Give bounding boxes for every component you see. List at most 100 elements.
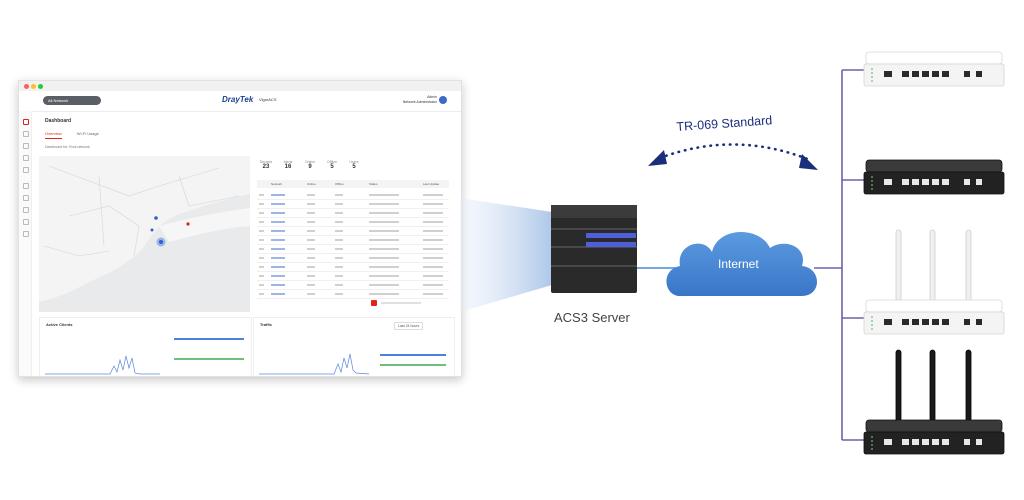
sidebar-alert-icon[interactable] (23, 167, 29, 173)
close-icon[interactable] (24, 84, 29, 89)
table-row[interactable] (257, 253, 449, 263)
status-led (871, 68, 873, 70)
table-row[interactable] (257, 199, 449, 209)
pagination-pages[interactable] (381, 302, 421, 304)
table-cell (259, 221, 264, 223)
table-row[interactable] (257, 235, 449, 245)
status-led (871, 184, 873, 186)
wan-port (884, 319, 892, 325)
router-white-antennas[interactable] (863, 229, 1005, 335)
sidebar-report-icon[interactable] (23, 183, 29, 189)
wan-port (884, 179, 892, 185)
user-info[interactable]: Admin Network Administrator (401, 95, 437, 105)
wan-port (884, 439, 892, 445)
device-map[interactable] (39, 156, 250, 312)
table-row[interactable] (257, 208, 449, 218)
tab-bar: Overview Wi-Fi Usage (45, 131, 113, 139)
active-clients-panel: Active Clients (39, 317, 252, 376)
pagination-current[interactable] (371, 300, 377, 306)
range-button[interactable]: Last 24 hours (394, 322, 424, 330)
minimize-icon[interactable] (31, 84, 36, 89)
table-row[interactable] (257, 217, 449, 227)
server-body (551, 205, 637, 293)
tab-overview[interactable]: Overview (45, 131, 62, 139)
table-cell (369, 203, 399, 205)
table-cell (307, 284, 315, 286)
table-row[interactable] (257, 280, 449, 290)
ethernet-port (932, 319, 939, 325)
maximize-icon[interactable] (38, 84, 43, 89)
status-led (871, 324, 873, 326)
table-cell (271, 284, 285, 286)
server-top (551, 205, 637, 218)
sidebar-help-icon[interactable] (23, 231, 29, 237)
table-cell (307, 248, 315, 250)
sidebar-user-icon[interactable] (23, 207, 29, 213)
table-cell (271, 257, 285, 259)
avatar[interactable] (439, 96, 447, 104)
ethernet-port (912, 439, 919, 445)
map-island (159, 208, 250, 242)
tab-wifi-usage[interactable]: Wi-Fi Usage (76, 131, 99, 136)
table-row[interactable] (257, 226, 449, 236)
sidebar-network-icon[interactable] (23, 131, 29, 137)
router-black-antennas[interactable] (863, 349, 1005, 455)
sidebar-home-icon[interactable] (23, 119, 29, 125)
kpi-label: Offline (326, 160, 338, 164)
table-cell (369, 293, 399, 295)
traffic-panel: Traffic Last 24 hours (253, 317, 455, 376)
status-led (871, 188, 873, 190)
traffic-bar (380, 364, 446, 366)
table-cell (369, 248, 399, 250)
network-selector[interactable]: All Network (43, 96, 101, 105)
map-device-marker[interactable] (154, 216, 158, 220)
brand-logo-text: DrayTek (222, 95, 254, 104)
antenna (929, 349, 936, 423)
status-led (871, 176, 873, 178)
table-header: Network Online Offline Status Last Updat… (257, 180, 449, 188)
router-white[interactable] (863, 51, 1005, 87)
table-cell (335, 275, 343, 277)
table-row[interactable] (257, 289, 449, 299)
ethernet-port (942, 71, 949, 77)
table-cell (335, 293, 343, 295)
sidebar-device-icon[interactable] (23, 143, 29, 149)
table-cell (307, 275, 315, 277)
table-cell (335, 221, 343, 223)
table-cell (423, 275, 443, 277)
table-cell (369, 230, 399, 232)
table-cell (259, 293, 264, 295)
table-cell (423, 212, 443, 214)
map-device-marker[interactable] (150, 228, 154, 232)
table-cell (423, 284, 443, 286)
table-cell (369, 221, 399, 223)
table-row[interactable] (257, 271, 449, 281)
table-cell (423, 221, 443, 223)
antenna (895, 229, 902, 303)
ethernet-port (932, 439, 939, 445)
ethernet-port (902, 319, 909, 325)
dashboard-window: All Network DrayTek VigorACS Admin Netwo… (18, 80, 462, 377)
sidebar-log-icon[interactable] (23, 219, 29, 225)
product-name: VigorACS (259, 97, 277, 102)
sidebar (19, 111, 32, 376)
sidebar-monitor-icon[interactable] (23, 155, 29, 161)
table-row[interactable] (257, 190, 449, 200)
ethernet-port (932, 179, 939, 185)
table-row[interactable] (257, 262, 449, 272)
clients-bar (174, 358, 244, 360)
map-graphic (39, 156, 250, 302)
map-alert-marker[interactable] (186, 222, 190, 226)
kpi-label: Users (349, 160, 359, 164)
router-black[interactable] (863, 159, 1005, 195)
table-row[interactable] (257, 244, 449, 254)
table-cell (423, 257, 443, 259)
ethernet-port (942, 179, 949, 185)
draytek-logo: DrayTek (222, 95, 253, 104)
sidebar-settings-icon[interactable] (23, 195, 29, 201)
table-cell (307, 293, 315, 295)
table-cell (369, 239, 399, 241)
